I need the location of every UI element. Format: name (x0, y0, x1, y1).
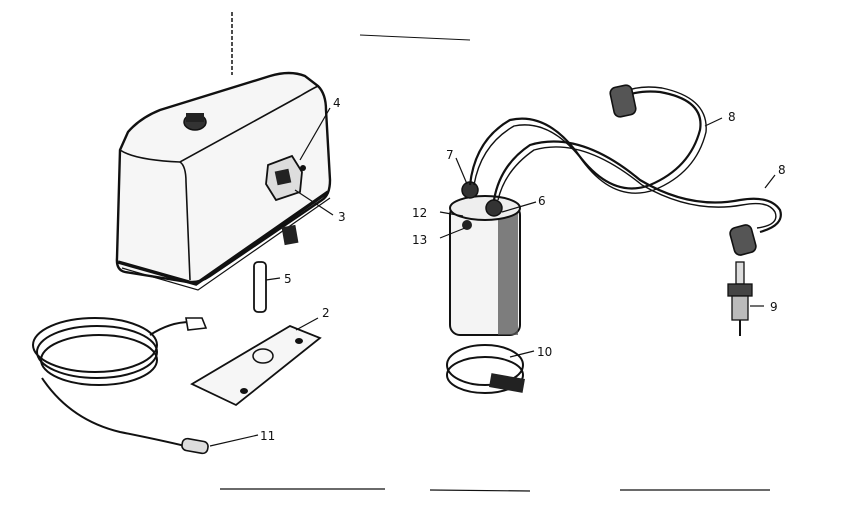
callout-9: 9 (770, 300, 778, 314)
ignition-coil (449, 181, 521, 336)
callout-8-upper: 8 (728, 110, 736, 124)
callout-5: 5 (284, 272, 292, 286)
callout-13: 13 (412, 233, 427, 247)
leader-lines (209, 107, 776, 447)
control-box (115, 71, 332, 291)
callout-6: 6 (538, 194, 546, 208)
callout-2: 2 (322, 306, 330, 320)
spark-plug-wires (468, 84, 782, 256)
scan-marks (220, 12, 770, 492)
callout-10: 10 (537, 345, 552, 359)
coil-clamp (446, 344, 525, 394)
callout-12: 12 (412, 206, 427, 220)
callout-8-lower: 8 (778, 163, 786, 177)
coiled-wire (32, 317, 209, 455)
callout-7: 7 (446, 148, 454, 162)
pin (253, 261, 267, 313)
callout-3: 3 (338, 210, 346, 224)
callout-4: 4 (333, 96, 341, 110)
spark-plug (727, 261, 753, 336)
gasket-plate (190, 324, 322, 407)
callout-labels: 2 3 4 5 6 7 8 8 9 10 11 12 13 (260, 96, 786, 443)
terminal-block (265, 154, 306, 202)
callout-11: 11 (260, 429, 275, 443)
